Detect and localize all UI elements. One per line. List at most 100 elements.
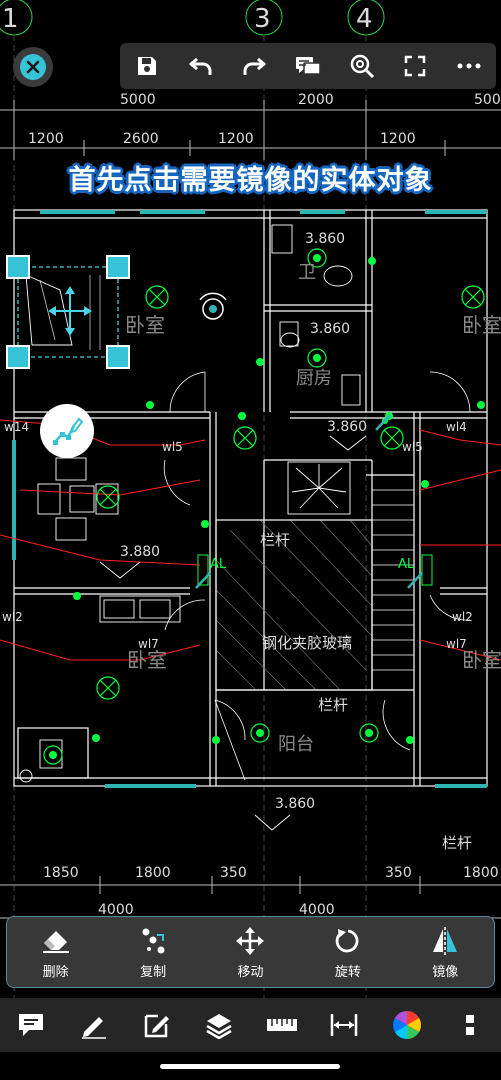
overflow-icon xyxy=(465,1015,474,1035)
zoom-button[interactable] xyxy=(342,46,382,86)
zoom-icon xyxy=(350,54,374,79)
grid-number-1: 1 xyxy=(2,4,19,34)
comment-button[interactable] xyxy=(288,46,328,86)
elevation-5: 3.860 xyxy=(275,796,315,812)
ruler-button[interactable] xyxy=(261,1004,303,1046)
mirror-label: 镜像 xyxy=(432,964,459,980)
room-bedroom-2: 卧室 xyxy=(462,313,501,337)
rotate-icon xyxy=(335,928,359,952)
edit-button[interactable] xyxy=(136,1004,178,1046)
more-icon xyxy=(457,63,481,69)
more-button[interactable] xyxy=(449,46,489,86)
label-glass: 钢化夹胶玻璃 xyxy=(262,634,352,652)
copy-label: 复制 xyxy=(140,964,167,980)
color-button[interactable] xyxy=(386,1004,428,1046)
dim-bottom2-2: 4000 xyxy=(299,902,335,918)
panel-label-1: AL xyxy=(210,557,227,572)
pencil-button[interactable] xyxy=(73,1004,115,1046)
move-button[interactable]: 移动 xyxy=(210,925,290,980)
polyline-pen-icon xyxy=(53,417,84,445)
bottom-toolbar xyxy=(0,998,501,1052)
dim-second-2: 2600 xyxy=(123,131,159,147)
selected-entity[interactable] xyxy=(17,266,119,358)
dim-top-3: 5000 xyxy=(474,92,501,108)
dim-second-3: 1200 xyxy=(218,131,254,147)
selection-grips[interactable] xyxy=(6,255,130,369)
dim-bottom2-1: 4000 xyxy=(98,902,134,918)
undo-button[interactable] xyxy=(181,46,221,86)
panel-label-2: AL xyxy=(398,557,415,572)
dim-bottom-1: 1850 xyxy=(43,865,79,881)
rotate-label: 旋转 xyxy=(334,964,361,980)
wire-label-1: w14 xyxy=(4,420,29,434)
copy-icon xyxy=(142,928,165,953)
dim-bottom-5: 1800 xyxy=(463,865,499,881)
wire-label-8: wl7 xyxy=(446,637,467,651)
room-bedroom-3: 卧室 xyxy=(127,648,167,672)
copy-button[interactable]: 复制 xyxy=(113,925,193,980)
delete-label: 删除 xyxy=(42,964,69,980)
comment-icon xyxy=(295,57,321,75)
draw-tool-button[interactable] xyxy=(40,404,94,458)
elevation-2: 3.860 xyxy=(310,321,350,337)
color-wheel-icon xyxy=(393,1011,422,1039)
tutorial-caption: 首先点击需要镜像的实体对象 xyxy=(68,165,433,196)
overflow-button[interactable] xyxy=(449,1004,491,1046)
eraser-icon xyxy=(42,930,69,953)
wire-label-6: wl7 xyxy=(138,637,159,651)
wire-label-7: wl2 xyxy=(452,610,473,624)
mirror-button[interactable]: 镜像 xyxy=(405,925,485,980)
ruler-icon xyxy=(266,1019,297,1031)
elevation-4: 3.880 xyxy=(120,544,160,560)
wire-label-4: wl5 xyxy=(402,440,423,454)
layers-button[interactable] xyxy=(198,1004,240,1046)
elevation-1: 3.860 xyxy=(305,231,345,247)
annotation-button[interactable] xyxy=(10,1004,52,1046)
fullscreen-icon xyxy=(405,55,426,77)
undo-icon xyxy=(189,57,212,75)
label-railing-1: 栏杆 xyxy=(260,531,290,549)
annotation-icon xyxy=(19,1014,44,1036)
room-balcony: 阳台 xyxy=(278,734,314,755)
mirror-icon xyxy=(433,926,458,955)
room-bedroom-4: 卧室 xyxy=(462,648,501,672)
grid-number-4: 4 xyxy=(356,4,373,34)
redo-button[interactable] xyxy=(234,46,274,86)
wire-label-5: wl2 xyxy=(2,610,23,624)
wire-label-3: wl4 xyxy=(446,420,467,434)
layers-icon xyxy=(206,1014,232,1039)
save-button[interactable] xyxy=(127,46,167,86)
label-railing-2: 栏杆 xyxy=(318,696,348,714)
pencil-icon xyxy=(81,1017,106,1039)
fullscreen-button[interactable] xyxy=(395,46,435,86)
close-button[interactable] xyxy=(13,47,53,87)
dim-bottom-3: 350 xyxy=(220,865,247,881)
dim-second-1: 1200 xyxy=(28,131,64,147)
label-railing-3: 栏杆 xyxy=(442,834,472,852)
wire-label-2: wl5 xyxy=(162,440,183,454)
redo-icon xyxy=(243,57,266,75)
close-icon xyxy=(20,54,46,80)
room-bath: 卫 xyxy=(298,262,316,283)
dim-second-4: 1200 xyxy=(380,131,416,147)
home-indicator[interactable] xyxy=(160,1064,340,1069)
dim-top-1: 5000 xyxy=(120,92,156,108)
grid-number-3: 3 xyxy=(254,4,271,34)
rotate-button[interactable]: 旋转 xyxy=(308,925,388,980)
dimension-icon xyxy=(331,1014,358,1036)
save-icon xyxy=(137,57,156,75)
edit-icon xyxy=(144,1014,169,1038)
edit-tools-panel: 删除 复制 移动 旋转 镜像 xyxy=(6,916,495,988)
elevation-3: 3.860 xyxy=(327,419,367,435)
dim-top-2: 2000 xyxy=(298,92,334,108)
delete-button[interactable]: 删除 xyxy=(16,925,96,980)
dim-bottom-2: 1800 xyxy=(135,865,171,881)
room-bedroom-1: 卧室 xyxy=(125,313,165,337)
dim-bottom-4: 350 xyxy=(385,865,412,881)
room-kitchen: 厨房 xyxy=(296,368,332,389)
top-toolbar xyxy=(120,43,496,89)
dimension-button[interactable] xyxy=(323,1004,365,1046)
move-label: 移动 xyxy=(237,964,264,980)
